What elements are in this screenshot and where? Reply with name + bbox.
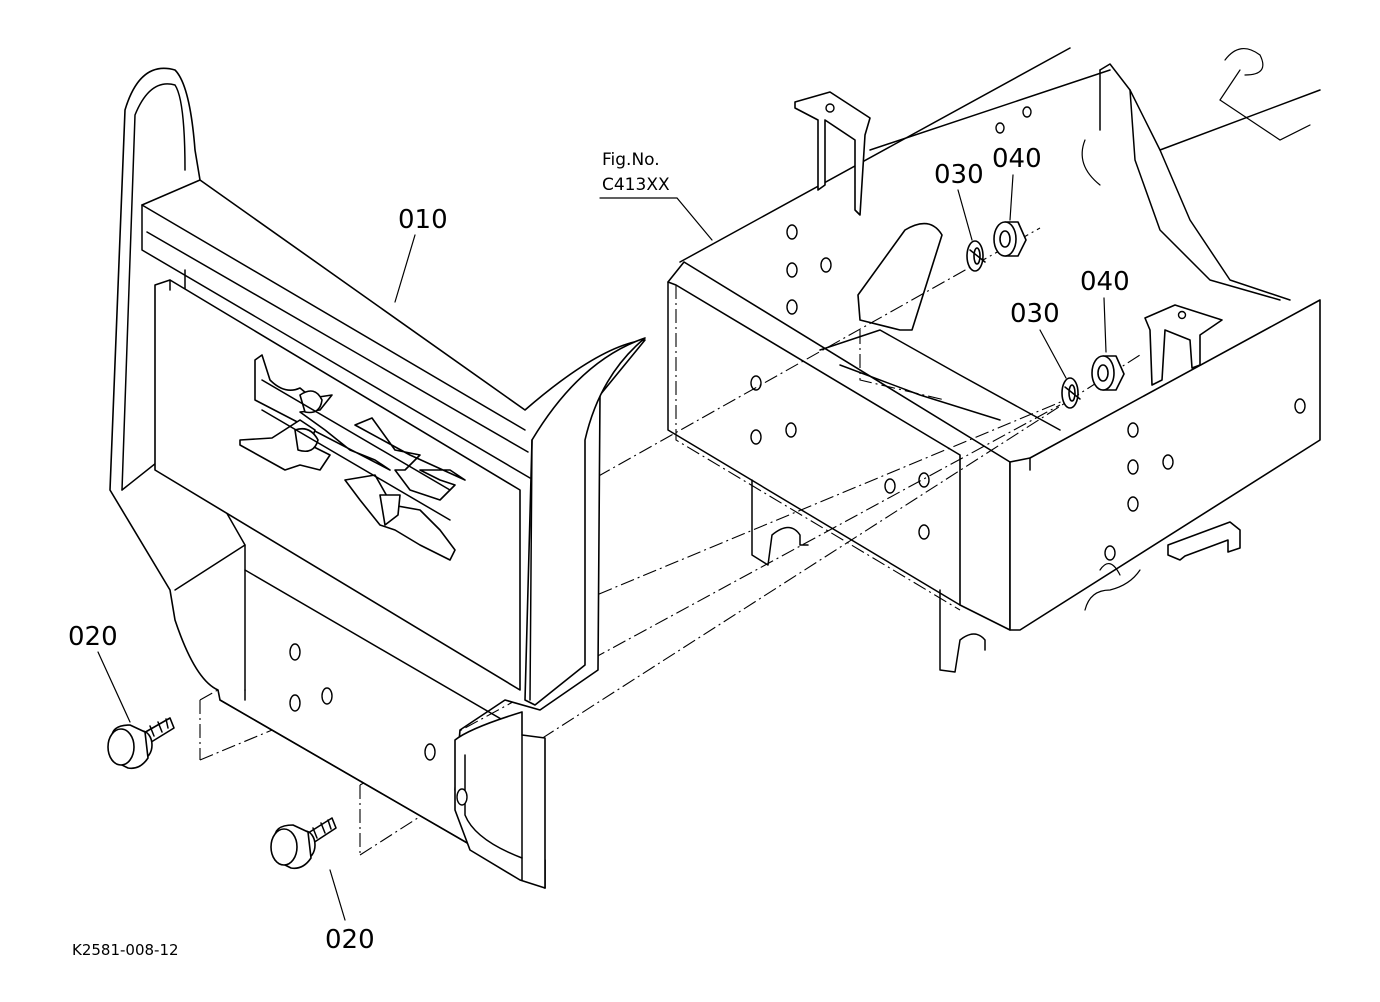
part-labels: 010 020 020 030 030 040 040 Fig.No. C413…: [68, 144, 1130, 959]
label-part-020-lower: 020: [325, 925, 375, 955]
figure-ref-line2: C413XX: [602, 175, 670, 195]
label-part-040-lower: 040: [1080, 267, 1130, 297]
rx-emblem: [239, 354, 466, 561]
spring-washer-upper: [966, 240, 986, 272]
nut-lower: [1091, 355, 1125, 391]
bolt-upper: [107, 717, 175, 770]
drawing-code: K2581-008-12: [72, 941, 179, 959]
spring-washer-lower: [1061, 377, 1081, 409]
label-part-030-upper: 030: [934, 160, 984, 190]
leader-lines: [97, 174, 1107, 921]
figure-ref-line1: Fig.No.: [602, 150, 660, 170]
tractor-frame: [667, 47, 1321, 673]
label-part-040-upper: 040: [992, 144, 1042, 174]
label-part-020-upper: 020: [68, 622, 118, 652]
nut-upper: [993, 221, 1027, 257]
label-part-030-lower: 030: [1010, 299, 1060, 329]
label-part-010: 010: [398, 205, 448, 235]
bolt-lower: [270, 817, 337, 870]
